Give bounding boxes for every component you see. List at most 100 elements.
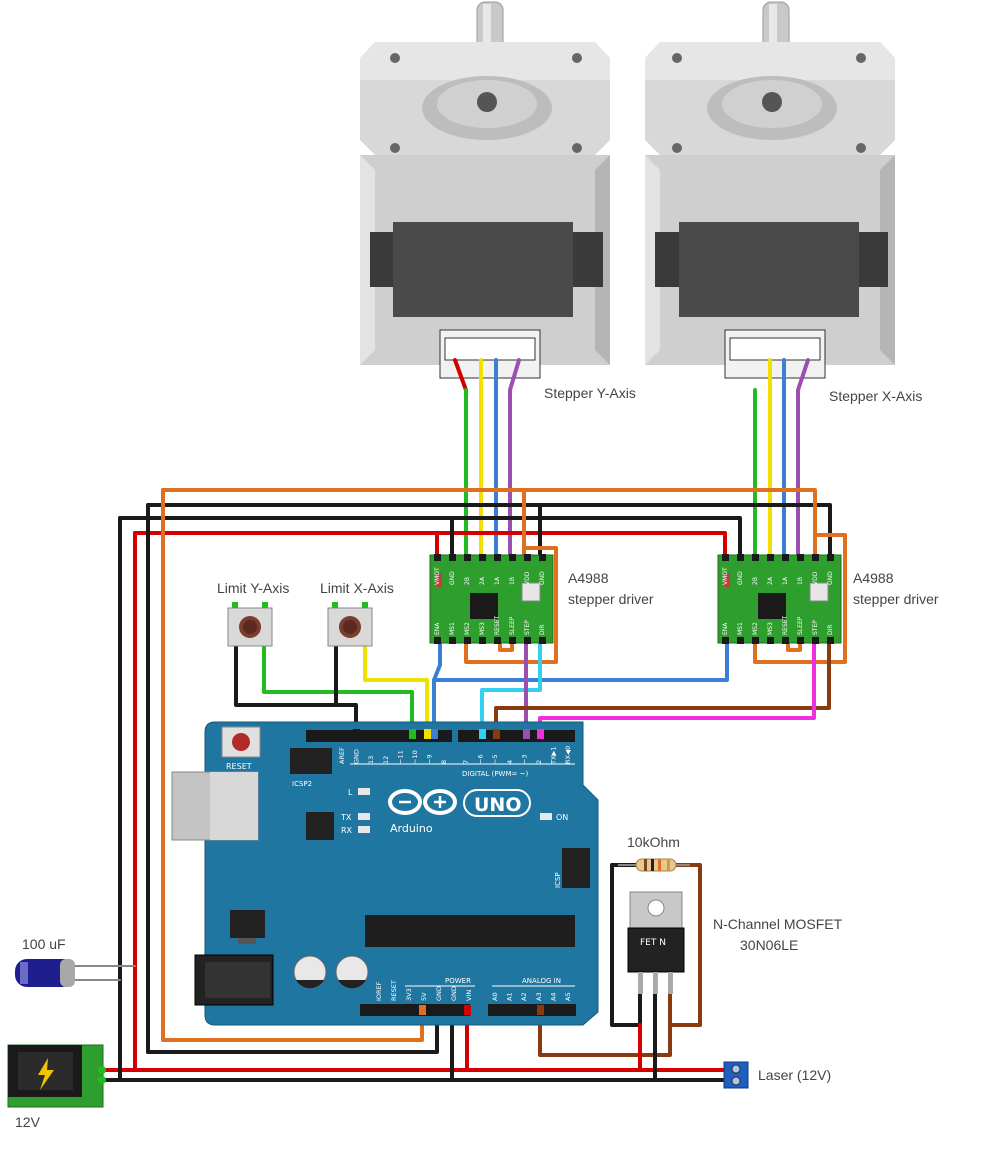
resistor-10k xyxy=(618,858,690,872)
wires xyxy=(74,358,847,1082)
driver-pin-label: 1B xyxy=(509,577,516,585)
driver-pin xyxy=(479,637,486,644)
driver-pin xyxy=(737,554,744,561)
digital-pin-label: ~11 xyxy=(396,750,404,764)
arduino-uno-board: RESET ICSP2 L TX RX ON UNO Arduino ICSP xyxy=(171,721,599,1026)
driver-pin-label: 1A xyxy=(782,576,789,585)
digital-pin-label: ~5 xyxy=(491,754,499,764)
stepper-motor-x xyxy=(645,1,895,379)
laser-terminal xyxy=(723,1061,749,1089)
driver-pin-label: 1A xyxy=(494,576,501,585)
driver-pin-label: VMOT xyxy=(722,567,729,585)
driver-pin xyxy=(539,637,546,644)
driver-pin xyxy=(797,637,804,644)
analog-pin-label: A0 xyxy=(491,992,499,1001)
power-pin-label: RESET xyxy=(390,980,398,1001)
driver-pin-label: 2B xyxy=(464,577,471,585)
resistor-label: 10kOhm xyxy=(627,834,680,850)
driver-pin xyxy=(524,637,531,644)
driver-pin-label: MS3 xyxy=(479,622,486,635)
power-pin-label: 3V3 xyxy=(405,988,413,1001)
digital-header-b xyxy=(458,730,575,742)
driver-pin xyxy=(752,554,759,561)
digital-pin-label: 7 xyxy=(462,760,470,764)
digital-pin-label: 4 xyxy=(506,760,514,764)
driver-pin-label: GND xyxy=(737,571,744,585)
digital-pin-label: 12 xyxy=(382,756,390,764)
reset-label: RESET xyxy=(226,762,252,771)
digital-pin-label: AREF xyxy=(338,747,346,764)
driver-pin xyxy=(434,637,441,644)
digital-pin-label: ~6 xyxy=(477,754,485,764)
driver-pin xyxy=(737,637,744,644)
driver-pin xyxy=(509,554,516,561)
driver-pin xyxy=(782,554,789,561)
mosfet-tab-label: FET N xyxy=(640,938,666,948)
driver-pin-label: DIR xyxy=(827,624,834,635)
arduino-logo xyxy=(388,789,531,817)
led-tx-label: TX xyxy=(340,813,352,822)
driver-pin-label: STEP xyxy=(524,620,531,635)
wire-x-purple xyxy=(796,358,810,562)
driver-pin-label: MS1 xyxy=(737,622,744,635)
digital-pin-label: ~10 xyxy=(411,750,419,764)
limit-y-label: Limit Y-Axis xyxy=(217,580,289,596)
driver-pin xyxy=(494,554,501,561)
analog-pin-label: A4 xyxy=(549,992,557,1001)
board-brand: Arduino xyxy=(390,822,433,835)
driver-pin-label: VDD xyxy=(524,571,531,585)
wire-y-purple xyxy=(508,358,521,562)
power-label-12v: 12V xyxy=(15,1114,41,1130)
digital-pin-label: ~9 xyxy=(426,754,434,764)
driver-pin xyxy=(767,637,774,644)
driver-pin-label: MS2 xyxy=(752,622,759,635)
power-pin-label: GND xyxy=(435,986,443,1001)
driver-pin xyxy=(479,554,486,561)
icsp2-label: ICSP2 xyxy=(292,780,312,788)
driver-pin xyxy=(812,637,819,644)
driver-pin xyxy=(449,637,456,644)
driver-pin xyxy=(752,637,759,644)
capacitor-label: 100 uF xyxy=(22,936,66,952)
driver-pin xyxy=(827,637,834,644)
driver-pin-label: GND xyxy=(827,571,834,585)
stepper-x-label: Stepper X-Axis xyxy=(829,388,922,404)
driver-pin xyxy=(767,554,774,561)
digital-pin-label: 13 xyxy=(367,756,375,764)
driver-pin xyxy=(782,637,789,644)
lightning-icon xyxy=(38,1058,54,1090)
driver-x-label-1: A4988 xyxy=(853,570,894,586)
driver-pin-label: SLEEP xyxy=(509,616,516,635)
stepper-y-label: Stepper Y-Axis xyxy=(544,385,636,401)
driver-pin-label: MS1 xyxy=(449,622,456,635)
digital-pin-label: RX◀0 xyxy=(564,746,572,764)
driver-pin xyxy=(494,637,501,644)
driver-pin-label: MS3 xyxy=(767,622,774,635)
driver-pin xyxy=(722,637,729,644)
analog-pin-label: A3 xyxy=(535,992,543,1001)
driver-pin xyxy=(539,554,546,561)
power-label: POWER xyxy=(445,977,471,985)
led-on-label: ON xyxy=(556,813,568,822)
capacitor-100uf xyxy=(15,959,75,987)
driver-pin xyxy=(509,637,516,644)
driver-pin-label: 2A xyxy=(767,576,774,585)
driver-pin xyxy=(464,554,471,561)
board-model: UNO xyxy=(474,794,521,816)
limit-switch-y xyxy=(227,602,273,647)
header-wire-ends xyxy=(353,729,544,1015)
driver-pin-label: STEP xyxy=(812,620,819,635)
driver-pin xyxy=(434,554,441,561)
driver-pin xyxy=(812,554,819,561)
driver-pin-label: RESET xyxy=(782,615,789,635)
digital-pin-label: GND xyxy=(353,749,361,764)
power-pin-label: VIN xyxy=(465,990,473,1001)
mosfet-label-1: N-Channel MOSFET xyxy=(713,916,843,932)
digital-pin-label: TX▶1 xyxy=(550,746,558,765)
driver-pin-label: SLEEP xyxy=(797,616,804,635)
driver-pin-label: ENA xyxy=(722,622,729,635)
